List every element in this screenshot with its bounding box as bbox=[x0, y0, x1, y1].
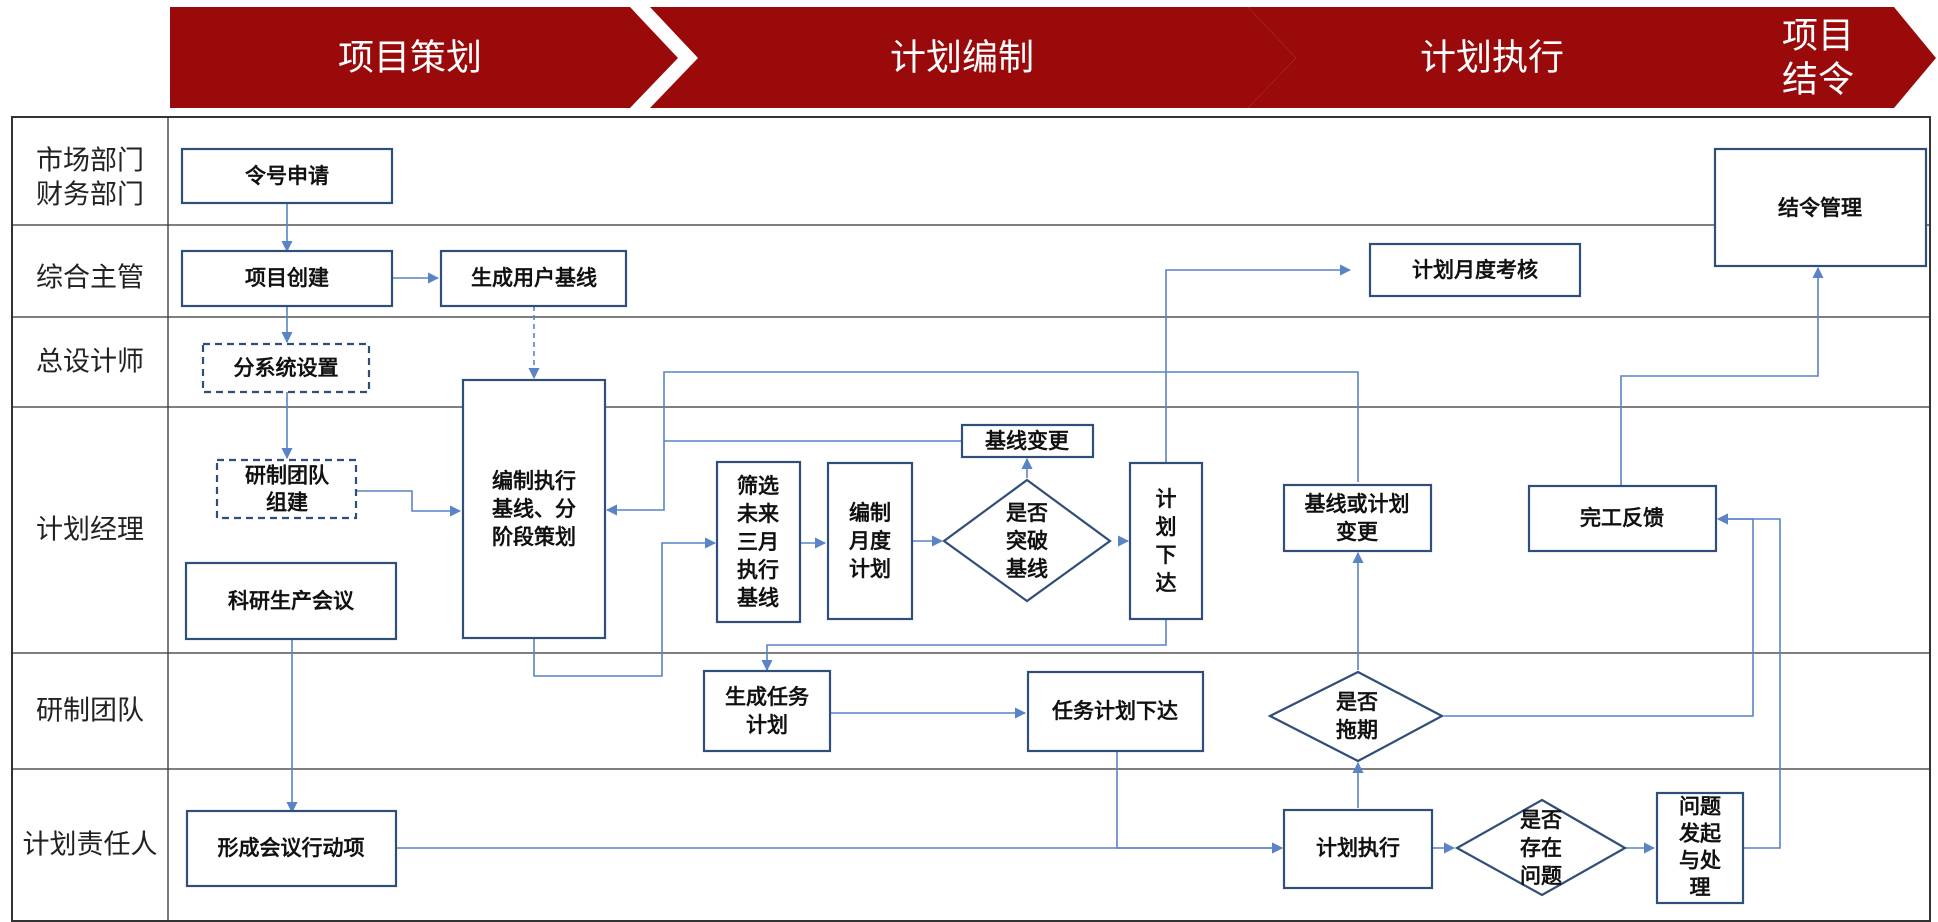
node-assign-box bbox=[1026, 670, 1205, 753]
node-meeting-box bbox=[184, 561, 398, 641]
phase-compilation-label: 计划编制 bbox=[890, 38, 1034, 79]
node-apply-box bbox=[180, 147, 394, 205]
node-exec-box bbox=[1282, 808, 1434, 890]
lane-dev-team-label: 研制团队 bbox=[36, 696, 144, 727]
node-release-label-line-1: 计 bbox=[1156, 487, 1177, 511]
node-plan-label-line-1: 编制执行 bbox=[492, 469, 576, 493]
node-team-box bbox=[215, 458, 358, 520]
node-assess-box bbox=[1368, 242, 1582, 298]
node-handle-label-line-3: 与处 bbox=[1679, 849, 1721, 873]
node-breach-label-line-2: 突破 bbox=[1006, 529, 1048, 553]
lane-chief-designer-label: 总设计师 bbox=[36, 347, 144, 378]
node-breach-diamond bbox=[942, 478, 1112, 603]
lane-market-finance-label-line-2: 财务部门 bbox=[36, 180, 144, 211]
node-delay-label-line-2: 拖期 bbox=[1336, 718, 1378, 742]
lane-general-manager-label: 综合主管 bbox=[36, 263, 144, 294]
phase-closure-label-line-2: 结令 bbox=[1782, 60, 1854, 101]
phase-closure-label-line-1: 项目 bbox=[1782, 16, 1854, 57]
node-subsystem-label: 分系统设置 bbox=[234, 356, 339, 380]
node-feedback-label: 完工反馈 bbox=[1580, 506, 1664, 530]
node-breach-label-line-1: 是否 bbox=[1006, 501, 1048, 525]
node-create-label: 项目创建 bbox=[245, 266, 329, 290]
node-breach-label-line-3: 基线 bbox=[1006, 557, 1048, 581]
phase-planning-label: 项目策划 bbox=[338, 38, 482, 79]
connector-change-loop-to-plan bbox=[663, 371, 1359, 482]
phase-closure-chevron bbox=[1705, 7, 1936, 108]
connector-feedback-to-close bbox=[1620, 266, 1824, 485]
node-filter-label-line-5: 基线 bbox=[737, 586, 779, 610]
node-issue-label-line-3: 问题 bbox=[1520, 864, 1563, 888]
node-release-label-line-2: 划 bbox=[1156, 515, 1177, 539]
lane-plan-manager-label: 计划经理 bbox=[36, 515, 144, 546]
node-filter-label-line-3: 三月 bbox=[737, 530, 779, 554]
node-filter-label-line-2: 未来 bbox=[737, 502, 780, 526]
node-plan-label-line-2: 基线、分 bbox=[492, 497, 576, 521]
node-issue-diamond bbox=[1454, 798, 1628, 897]
node-release-label-line-3: 下 bbox=[1156, 543, 1177, 567]
lane-plan-owner-label: 计划责任人 bbox=[23, 830, 158, 861]
node-plan-label-line-3: 阶段策划 bbox=[492, 525, 576, 549]
node-assess-label: 计划月度考核 bbox=[1412, 258, 1538, 282]
node-monthly-label-line-1: 编制 bbox=[849, 501, 891, 525]
swimlane-grid bbox=[11, 116, 1931, 922]
node-baseline-change-label-line-2: 变更 bbox=[1336, 520, 1379, 544]
connector-assign-to-exec bbox=[1116, 752, 1284, 854]
node-baseline-change-box bbox=[1282, 483, 1433, 553]
connector-plan-to-filter bbox=[533, 537, 717, 677]
node-action-label: 形成会议行动项 bbox=[218, 836, 365, 860]
lane-market-finance-label-line-1: 市场部门 bbox=[36, 146, 144, 177]
node-filter-box bbox=[715, 460, 802, 624]
node-handle-box bbox=[1655, 791, 1745, 905]
node-close-label: 结令管理 bbox=[1778, 196, 1862, 220]
node-handle-label-line-4: 理 bbox=[1690, 876, 1711, 900]
phase-planning-chevron bbox=[170, 7, 678, 108]
flow-connectors bbox=[281, 203, 1824, 854]
node-monthly-label-line-2: 月度 bbox=[848, 529, 891, 553]
node-create-box bbox=[180, 249, 394, 308]
node-feedback-box bbox=[1527, 484, 1718, 553]
node-team-label-line-1: 研制团队 bbox=[245, 464, 330, 488]
node-shapes bbox=[180, 147, 1928, 905]
node-delay-label-line-1: 是否 bbox=[1336, 690, 1378, 714]
node-assign-label: 任务计划下达 bbox=[1051, 699, 1178, 723]
node-labels: 令号申请项目创建生成用户基线分系统设置研制团队组建科研生产会议编制执行基线、分阶… bbox=[218, 164, 1863, 900]
node-task-label-line-1: 生成任务 bbox=[725, 685, 810, 709]
phase-execution-label: 计划执行 bbox=[1420, 38, 1564, 79]
node-meeting-label: 科研生产会议 bbox=[228, 589, 355, 613]
connector-release-to-task bbox=[761, 620, 1167, 672]
connector-handle-to-feedback bbox=[1716, 513, 1781, 849]
node-subsystem-box bbox=[201, 342, 371, 394]
node-task-box bbox=[702, 669, 832, 753]
connector-change-to-plan bbox=[605, 440, 962, 516]
node-handle-label-line-1: 问题 bbox=[1679, 795, 1722, 819]
node-plan-box bbox=[461, 378, 607, 640]
node-issue-label-line-1: 是否 bbox=[1520, 808, 1562, 832]
node-release-box bbox=[1128, 461, 1204, 621]
phase-execution-chevron bbox=[1248, 7, 1758, 108]
connector-team-to-plan bbox=[357, 490, 462, 517]
node-filter-label-line-1: 筛选 bbox=[737, 474, 779, 498]
node-delay-diamond bbox=[1267, 670, 1445, 763]
node-baseline-label: 生成用户基线 bbox=[471, 266, 597, 290]
node-baseline-change-label-line-1: 基线或计划 bbox=[1305, 492, 1410, 516]
node-exec-label: 计划执行 bbox=[1316, 836, 1400, 860]
node-change-box bbox=[960, 423, 1095, 459]
node-action-box bbox=[185, 809, 398, 888]
node-handle-label-line-2: 发起 bbox=[1678, 822, 1722, 846]
node-apply-label: 令号申请 bbox=[245, 164, 329, 188]
node-filter-label-line-4: 执行 bbox=[737, 558, 779, 582]
node-task-label-line-2: 计划 bbox=[746, 713, 788, 737]
node-issue-label-line-2: 存在 bbox=[1520, 836, 1562, 860]
node-team-label-line-2: 组建 bbox=[266, 491, 308, 515]
connector-release-to-assess bbox=[1165, 264, 1352, 463]
phase-compilation-chevron bbox=[650, 7, 1296, 108]
node-monthly-label-line-3: 计划 bbox=[849, 557, 891, 581]
node-baseline-box bbox=[439, 249, 628, 308]
node-close-box bbox=[1713, 147, 1928, 268]
node-release-label-line-4: 达 bbox=[1156, 571, 1177, 595]
node-change-label: 基线变更 bbox=[985, 429, 1070, 453]
node-monthly-box bbox=[826, 461, 914, 621]
